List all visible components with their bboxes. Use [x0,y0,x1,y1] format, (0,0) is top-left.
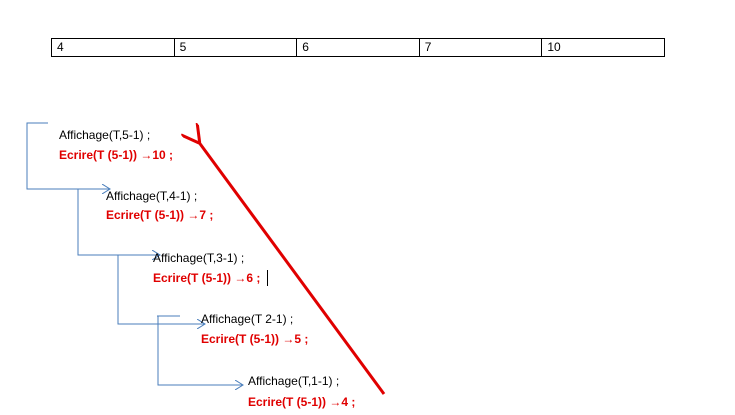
write-1-result: 10 ; [152,148,174,162]
write-4-line: Ecrire(T (5-1)) →5 ; [201,332,308,347]
text-cursor [267,270,268,286]
write-2-result: 7 ; [199,208,214,222]
right-arrow-icon: → [329,395,342,409]
write-2-line: Ecrire(T (5-1)) →7 ; [106,208,213,223]
array-cell-3: 6 [296,38,420,57]
connector-8 [157,316,200,386]
write-4-label: Ecrire(T (5-1)) [201,332,280,346]
write-1-label: Ecrire(T (5-1)) [59,148,138,162]
right-arrow-icon: → [187,208,200,222]
call-5-label: Affichage(T,1-1) ; [248,374,340,388]
array-row: 4 5 6 7 10 [51,38,665,57]
call-3-label: Affichage(T,3-1) ; [153,251,245,265]
diagonal-return-arrow-icon [198,141,386,395]
call-2-label: Affichage(T,4-1) ; [106,189,198,203]
array-cell-4: 7 [418,38,543,57]
write-5-label: Ecrire(T (5-1)) [248,395,327,409]
array-cell-5: 10 [541,38,665,57]
right-arrow-icon: → [234,271,247,285]
right-arrow-icon: → [140,148,153,162]
write-3-line: Ecrire(T (5-1)) →6 ; [153,271,260,286]
write-3-label: Ecrire(T (5-1)) [153,271,232,285]
write-2-label: Ecrire(T (5-1)) [106,208,185,222]
write-4-result: 5 ; [294,332,309,346]
array-cell-2: 5 [173,38,298,57]
write-3-result: 6 ; [246,271,261,285]
call-4-label: Affichage(T 2-1) ; [201,312,294,326]
write-5-result: 4 ; [341,395,356,409]
connector-5 [117,255,157,325]
write-5-line: Ecrire(T (5-1)) →4 ; [248,395,355,410]
call-1-label: Affichage(T,5-1) ; [59,128,151,142]
write-1-line: Ecrire(T (5-1)) →10 ; [59,148,173,163]
right-arrow-icon: → [282,332,295,346]
array-table: 4 5 6 7 10 [51,38,665,57]
array-cell-1: 4 [51,38,175,57]
